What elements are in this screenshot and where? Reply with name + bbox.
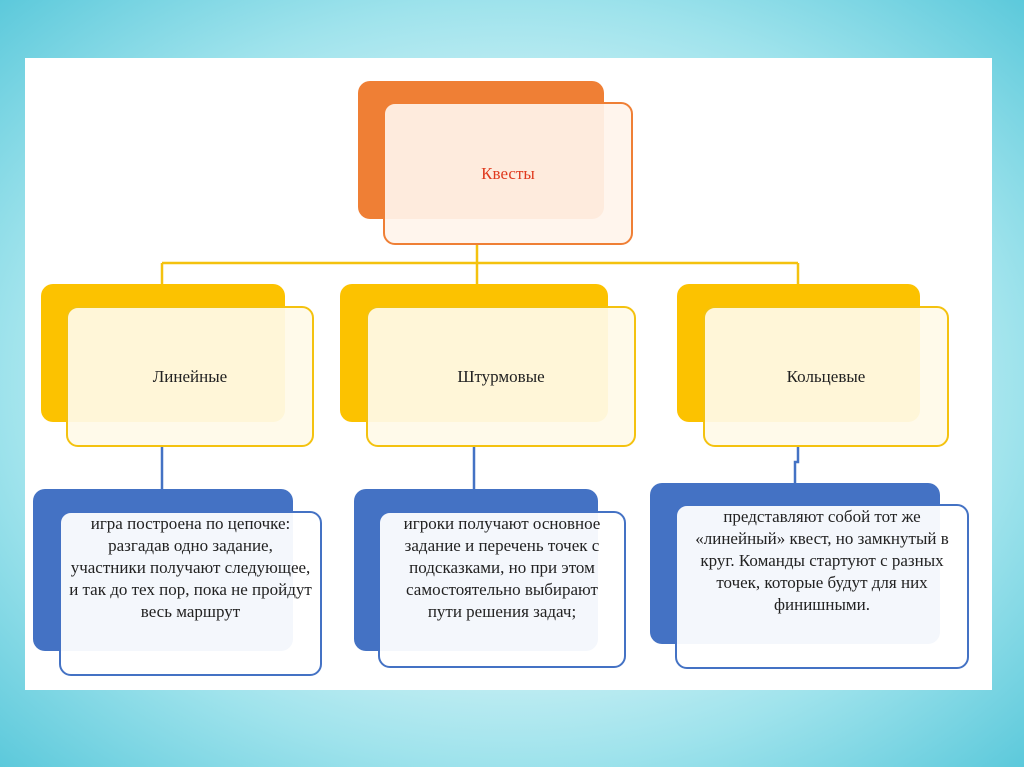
root-node: Квесты [383, 102, 633, 245]
category-ring-label: Кольцевые [786, 366, 866, 386]
category-ring: Кольцевые [703, 306, 949, 447]
description-ring-text: представляют собой тот же «линейный» кве… [695, 507, 949, 615]
category-storm-label: Штурмовые [457, 366, 545, 386]
connector-ring-desc [793, 447, 800, 483]
category-linear: Линейные [66, 306, 314, 447]
description-ring: представляют собой тот же «линейный» кве… [675, 504, 969, 669]
category-storm: Штурмовые [366, 306, 636, 447]
category-linear-label: Линейные [152, 366, 228, 386]
root-node-label: Квесты [481, 163, 535, 183]
description-storm: игроки получают основное задание и переч… [378, 511, 626, 668]
description-linear: игра построена по цепочке: разгадав одно… [59, 511, 322, 676]
description-storm-text: игроки получают основное задание и переч… [403, 514, 601, 622]
description-linear-text: игра построена по цепочке: разгадав одно… [69, 514, 312, 622]
